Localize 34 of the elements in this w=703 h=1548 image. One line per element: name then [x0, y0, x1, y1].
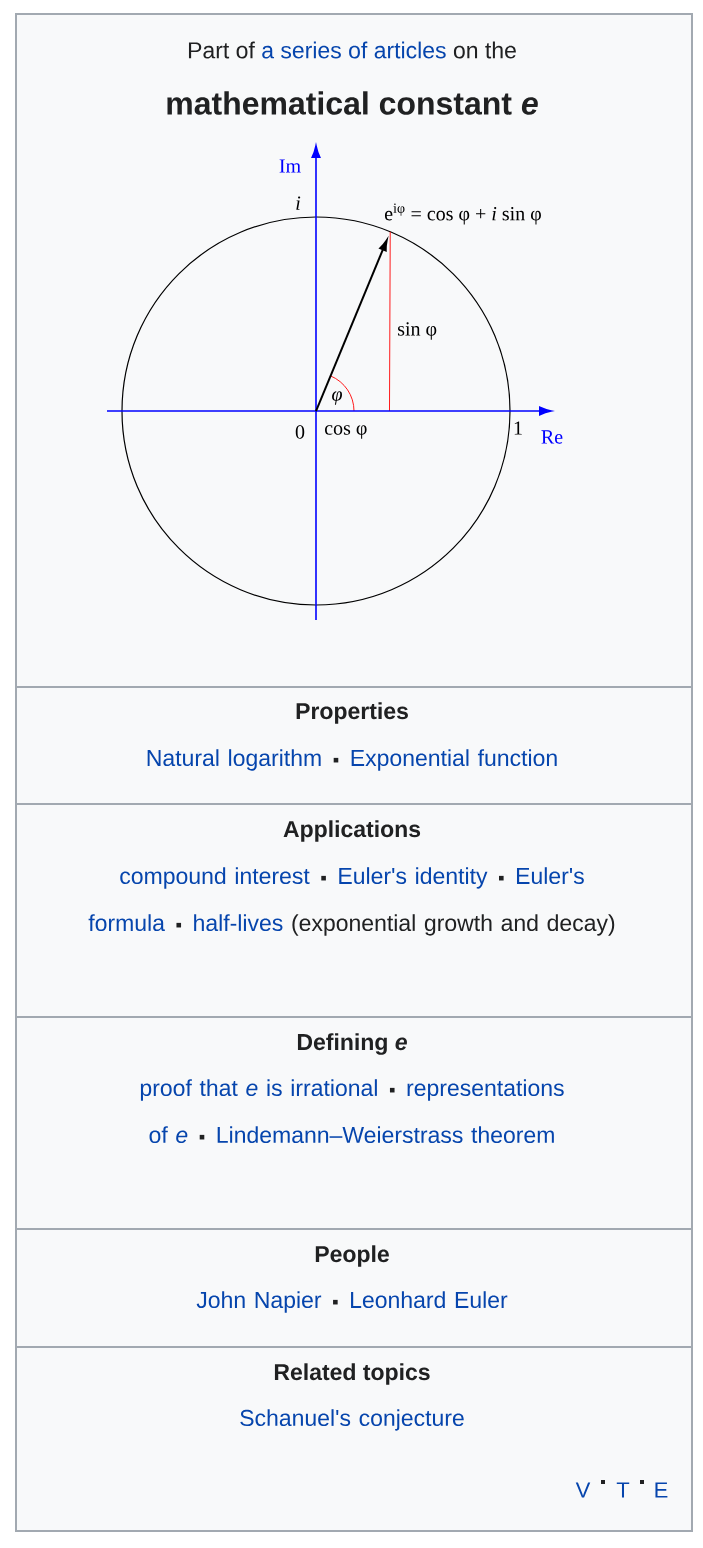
link-list: compound interest Euler's identity Euler's formula half-lives (exponential growth and decay) [88, 867, 615, 936]
formula-label: e$^{iφ}$ = cos φ + i sin φ [385, 203, 541, 225]
node-label: of e [149, 1126, 188, 1144]
section-heading: Applications [283, 820, 421, 842]
node-label: Euler's [516, 867, 584, 885]
node-label: formula [88, 914, 165, 932]
node-label: compound interest [120, 867, 310, 889]
link-list: Schanuel's conjecture [240, 1409, 464, 1431]
tick-label: 0 [295, 425, 305, 439]
title-text: mathematical constant e [167, 91, 538, 115]
axis-label: Re [541, 430, 563, 444]
section-heading: Defining e [297, 1033, 407, 1055]
nav-link: T [616, 1482, 630, 1498]
node-label: proof that e is irrational [140, 1079, 377, 1101]
tick-label: 1 [514, 421, 522, 435]
link-list: Natural logarithm Exponential function [147, 749, 557, 771]
node-label: Lindemann–Weierstrass theorem [217, 1126, 554, 1144]
link-list: John Napier Leonhard Euler [196, 1291, 508, 1313]
node-label: half-lives [194, 914, 283, 932]
section-heading: Properties [296, 702, 408, 724]
node-label: representations [407, 1079, 564, 1101]
nav-link: E [655, 1482, 668, 1498]
subtitle-text: Part of a series of articles on the [188, 41, 516, 59]
angle-label: φ [332, 391, 342, 405]
formula-label: sin φ [398, 322, 437, 340]
node-label: Euler's identity [339, 867, 488, 889]
formula-label: cos φ [324, 425, 367, 439]
link-list: proof that e is irrational representations of e Lindemann–Weierstrass theorem [140, 1079, 564, 1144]
axis-label: Im [279, 159, 301, 173]
section-heading: Related topics [274, 1363, 430, 1385]
axis-label: i [296, 196, 301, 210]
nav-link: V [575, 1482, 591, 1498]
node-label: (exponential growth and decay) [292, 914, 615, 936]
section-heading: People [315, 1245, 389, 1267]
